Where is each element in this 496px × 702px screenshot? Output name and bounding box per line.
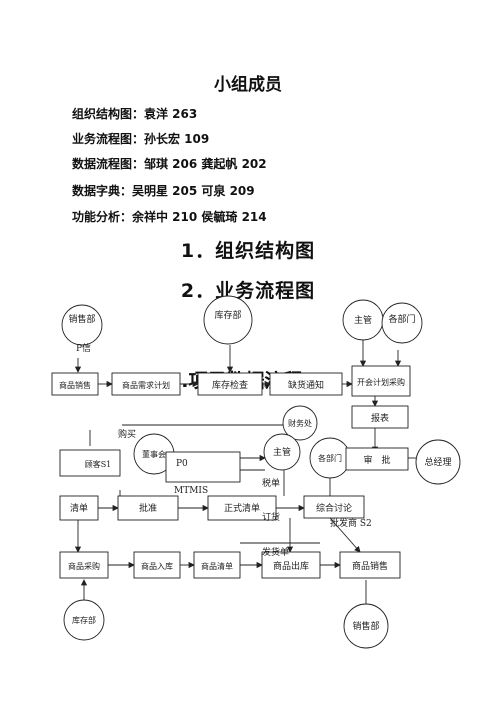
box-goods-sales: 商品销售 <box>51 372 99 396</box>
svg-text:清单: 清单 <box>70 502 88 514</box>
box-p0: P0 <box>165 451 241 483</box>
box-approve-right: 审 批 <box>345 447 409 471</box>
svg-text:商品清单: 商品清单 <box>201 561 233 571</box>
connectors <box>74 338 418 604</box>
member-line: 业务流程图：孙长宏 109 <box>72 132 210 146</box>
box-goods-out: 商品出库 <box>261 551 321 579</box>
member-line: 数据字典：吴明星 205 可泉 209 <box>72 184 255 198</box>
box-approve-mid: 批准 <box>117 495 179 521</box>
svg-text:库存检查: 库存检查 <box>212 379 248 391</box>
circle-label: 库存部 <box>214 309 241 321</box>
svg-text:缺货通知: 缺货通知 <box>288 379 324 391</box>
svg-text:审 批: 审 批 <box>363 454 390 466</box>
svg-text:商品入库: 商品入库 <box>141 561 173 571</box>
svg-text:P0: P0 <box>176 459 188 469</box>
box-demand-plan: 商品需求计划 <box>111 372 181 396</box>
svg-text:正式清单: 正式清单 <box>224 502 260 514</box>
svg-text:商品销售: 商品销售 <box>352 560 388 572</box>
box-goods-purchase: 商品采购 <box>59 551 109 579</box>
circle-label: 总经理 <box>424 456 451 468</box>
circle-sales-bottom: 销售部 <box>343 603 389 649</box>
circle-label: 销售部 <box>352 620 379 632</box>
box-list-left: 清单 <box>59 495 99 521</box>
svg-text:开会计划采购: 开会计划采购 <box>357 377 405 387</box>
circle-sales-top: 销售部 <box>61 304 103 346</box>
member-line: 功能分析：余祥中 210 侯毓琦 214 <box>72 210 267 224</box>
circle-general-manager: 总经理 <box>415 439 461 485</box>
box-goods-in: 商品入库 <box>133 551 181 579</box>
svg-text:综合讨论: 综合讨论 <box>316 502 352 514</box>
svg-text:商品采购: 商品采购 <box>68 561 100 571</box>
circle-label: 库存部 <box>72 615 96 625</box>
circle-label: 销售部 <box>68 313 95 325</box>
circle-departments-top: 各部门 <box>381 302 423 344</box>
circle-storage-bottom: 库存部 <box>63 599 105 641</box>
box-discussion: 综合讨论 <box>303 495 365 519</box>
heading-business-flow: 2．业务流程图 <box>180 280 316 302</box>
box-plan-purchase: 开会计划采购 <box>351 365 411 397</box>
page-title: 小组成员 <box>214 75 282 95</box>
svg-text:顾客S1: 顾客S1 <box>85 459 112 469</box>
svg-text:报表: 报表 <box>371 412 389 424</box>
svg-text:商品出库: 商品出库 <box>273 560 309 572</box>
box-goods-list: 商品清单 <box>193 551 241 579</box>
label-order: 订货 <box>262 511 280 523</box>
box-shortage-notice: 缺货通知 <box>269 372 343 396</box>
member-line: 数据流程图：邹琪 206 龚起帆 202 <box>72 157 267 171</box>
circle-finance: 财务处 <box>282 405 318 441</box>
circle-label: 主管 <box>273 446 291 458</box>
box-stock-check: 库存检查 <box>197 372 263 396</box>
label-mtmis: MTMIS <box>174 486 208 496</box>
circle-supervisor-mid: 主管 <box>263 433 301 471</box>
box-goods-sales-bottom: 商品销售 <box>339 551 401 579</box>
label-tax: 税单 <box>262 477 280 489</box>
svg-text:批准: 批准 <box>139 502 157 514</box>
svg-text:商品需求计划: 商品需求计划 <box>122 380 170 390</box>
circle-departments-mid: 各部门 <box>309 437 351 479</box>
label-shipment: 发货单 <box>262 546 289 558</box>
circle-label: 董事会 <box>142 449 166 459</box>
circle-supervisor-top: 主管 <box>342 299 384 341</box>
circle-label: 各部门 <box>388 313 415 325</box>
box-customer: 顾客S1 <box>59 449 121 477</box>
circle-storage-top: 库存部 <box>203 295 253 345</box>
circle-label: 各部门 <box>318 453 342 463</box>
label-purchase: 购买 <box>118 428 136 440</box>
heading-org-chart: 1．组织结构图 <box>180 240 316 262</box>
circle-label: 主管 <box>354 314 372 326</box>
circle-label: 财务处 <box>288 418 312 428</box>
box-report: 报表 <box>351 405 409 429</box>
label-wholesaler: 批发商 S2 <box>330 517 372 529</box>
box-formal-list: 正式清单 <box>207 495 277 521</box>
member-line: 组织结构图：袁洋 263 <box>72 107 198 121</box>
cut-text: P信 <box>76 342 91 354</box>
svg-text:商品销售: 商品销售 <box>59 380 91 390</box>
